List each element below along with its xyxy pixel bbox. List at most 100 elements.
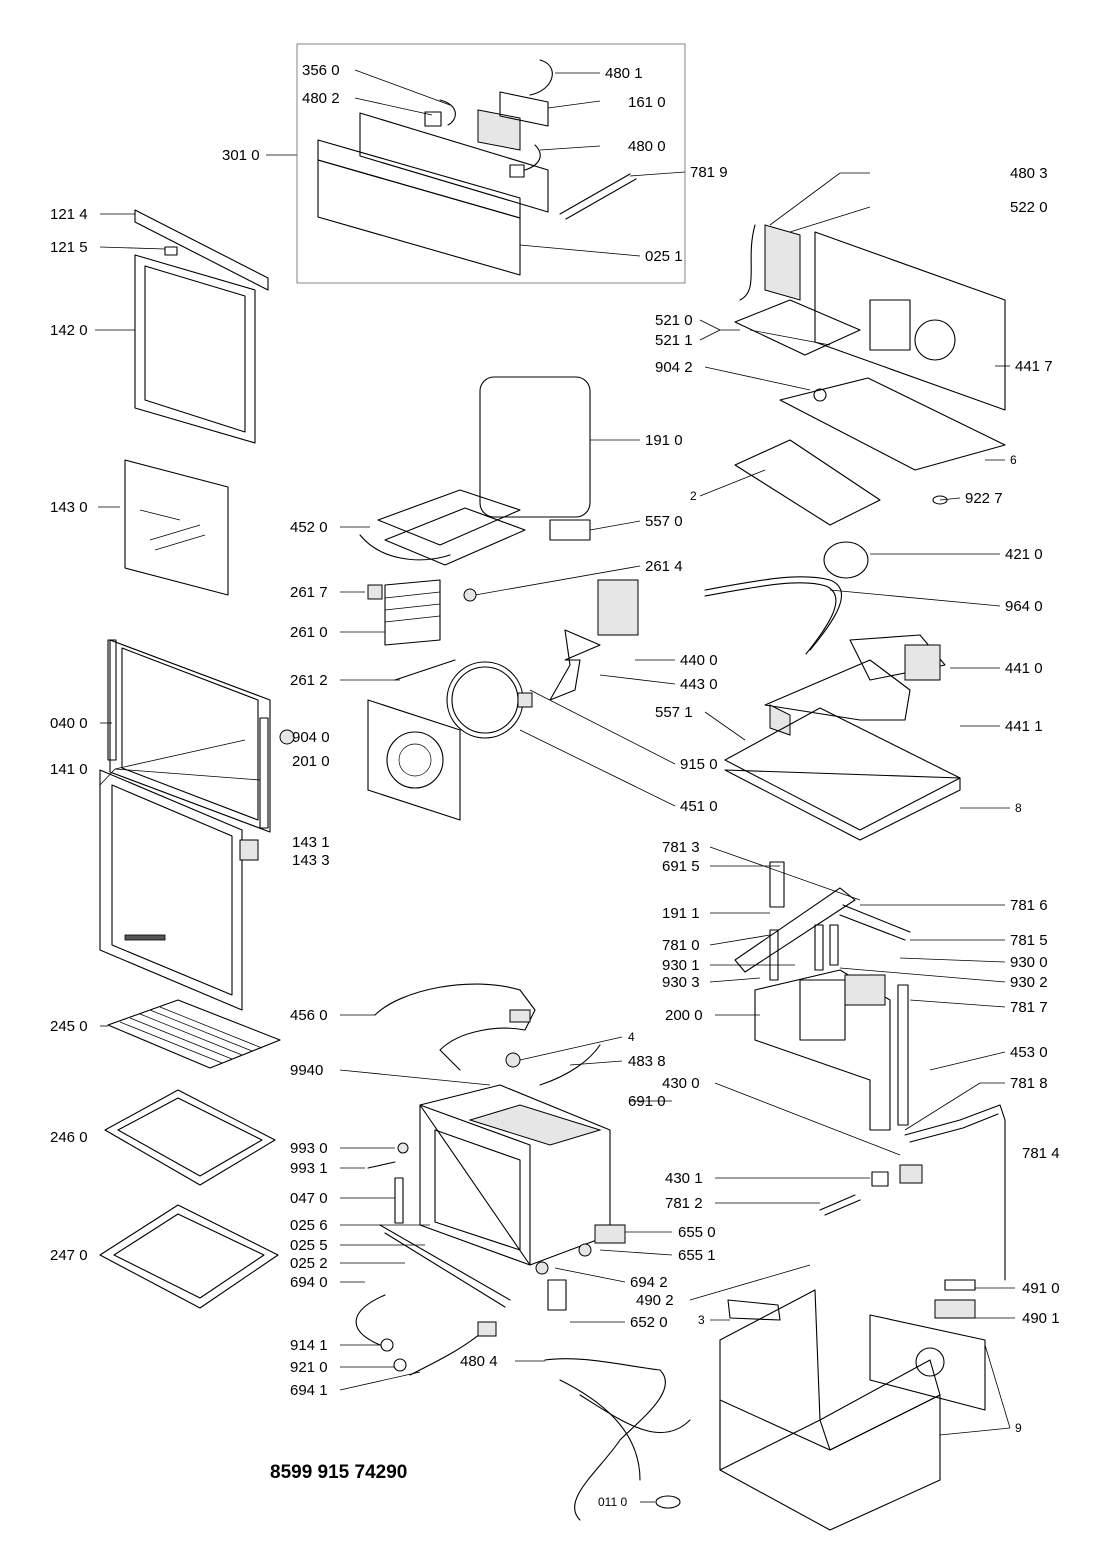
callout-label: 652 0 bbox=[630, 1314, 668, 1331]
callout-label: 781 4 bbox=[1022, 1145, 1060, 1162]
callout-label: 191 0 bbox=[645, 432, 683, 449]
callout-label: 025 2 bbox=[290, 1255, 328, 1272]
callout-label: 6 bbox=[1010, 453, 1017, 467]
callout-label: 451 0 bbox=[680, 798, 718, 815]
callout-label: 246 0 bbox=[50, 1129, 88, 1146]
callout-label: 781 9 bbox=[690, 164, 728, 181]
callout-label: 480 0 bbox=[628, 138, 666, 155]
callout-label: 011 0 bbox=[598, 1495, 627, 1509]
callout-label: 261 0 bbox=[290, 624, 328, 641]
electronics-group bbox=[734, 224, 1006, 526]
callout-label: 694 0 bbox=[290, 1274, 328, 1291]
callout-label: 480 2 bbox=[302, 90, 340, 107]
callout-label: 200 0 bbox=[665, 1007, 703, 1024]
callout-label: 8 bbox=[1015, 801, 1022, 815]
callout-label: 9 bbox=[1015, 1421, 1022, 1435]
callout-label: 247 0 bbox=[50, 1247, 88, 1264]
callout-label: 441 1 bbox=[1005, 718, 1043, 735]
callout-label: 191 1 bbox=[662, 905, 700, 922]
callout-label: 025 6 bbox=[290, 1217, 328, 1234]
callout-label: 452 0 bbox=[290, 519, 328, 536]
callout-label: 245 0 bbox=[50, 1018, 88, 1035]
callout-label: 453 0 bbox=[1010, 1044, 1048, 1061]
callout-label: 521 0 bbox=[655, 312, 693, 329]
callout-label: 930 0 bbox=[1010, 954, 1048, 971]
model-code: 8599 915 74290 bbox=[270, 1462, 407, 1483]
callout-label: 521 1 bbox=[655, 332, 693, 349]
callout-label: 915 0 bbox=[680, 756, 718, 773]
motor-cooling-group bbox=[704, 541, 961, 841]
callout-label: 691 0 bbox=[628, 1093, 666, 1110]
wiring-group bbox=[355, 1294, 691, 1521]
callout-label: 930 2 bbox=[1010, 974, 1048, 991]
callout-label: 490 1 bbox=[1022, 1310, 1060, 1327]
callout-label: 781 3 bbox=[662, 839, 700, 856]
callout-label: 040 0 bbox=[50, 715, 88, 732]
heating-fan-group bbox=[279, 376, 639, 821]
callout-label: 904 0 bbox=[292, 729, 330, 746]
callout-label: 141 0 bbox=[50, 761, 88, 778]
callout-label: 143 3 bbox=[292, 852, 330, 869]
callout-label: 441 7 bbox=[1015, 358, 1053, 375]
callout-label: 480 3 bbox=[1010, 165, 1048, 182]
callout-label: 025 5 bbox=[290, 1237, 328, 1254]
callout-label: 930 3 bbox=[662, 974, 700, 991]
callout-label: 356 0 bbox=[302, 62, 340, 79]
callout-label: 3 bbox=[698, 1313, 705, 1327]
callout-label: 557 1 bbox=[655, 704, 693, 721]
leader-lines bbox=[95, 69, 1015, 1503]
callout-label: 557 0 bbox=[645, 513, 683, 530]
callout-label: 781 2 bbox=[665, 1195, 703, 1212]
callout-label: 691 5 bbox=[662, 858, 700, 875]
outer-door-group bbox=[99, 639, 271, 1011]
callout-label: 261 7 bbox=[290, 584, 328, 601]
callout-label: 483 8 bbox=[628, 1053, 666, 1070]
callout-label: 025 1 bbox=[645, 248, 683, 265]
callout-label: 456 0 bbox=[290, 1007, 328, 1024]
steam-system-group bbox=[734, 861, 1006, 1281]
callout-label: 201 0 bbox=[292, 753, 330, 770]
callout-label: 2 bbox=[690, 489, 697, 503]
callout-label: 121 4 bbox=[50, 206, 88, 223]
callout-label: 047 0 bbox=[290, 1190, 328, 1207]
callout-label: 655 1 bbox=[678, 1247, 716, 1264]
callout-label: 440 0 bbox=[680, 652, 718, 669]
callout-label: 441 0 bbox=[1005, 660, 1043, 677]
door-glass-group bbox=[124, 209, 269, 596]
callout-label: 430 0 bbox=[662, 1075, 700, 1092]
callout-label: 261 2 bbox=[290, 672, 328, 689]
callout-label: 4 bbox=[628, 1030, 635, 1044]
callout-label: 421 0 bbox=[1005, 546, 1043, 563]
control-panel-group bbox=[296, 43, 686, 284]
callout-label: 430 1 bbox=[665, 1170, 703, 1187]
callout-label: 490 2 bbox=[636, 1292, 674, 1309]
callout-label: 143 0 bbox=[50, 499, 88, 516]
callout-label: 121 5 bbox=[50, 239, 88, 256]
callout-label: 655 0 bbox=[678, 1224, 716, 1241]
callout-label: 9940 bbox=[290, 1062, 323, 1079]
callout-label: 930 1 bbox=[662, 957, 700, 974]
callout-label: 914 1 bbox=[290, 1337, 328, 1354]
racks-trays-group bbox=[99, 999, 281, 1309]
callout-label: 261 4 bbox=[645, 558, 683, 575]
callout-label: 694 1 bbox=[290, 1382, 328, 1399]
callout-label: 143 1 bbox=[292, 834, 330, 851]
callout-label: 480 4 bbox=[460, 1353, 498, 1370]
callout-label: 781 6 bbox=[1010, 897, 1048, 914]
callout-label: 904 2 bbox=[655, 359, 693, 376]
callout-label: 161 0 bbox=[628, 94, 666, 111]
callout-label: 921 0 bbox=[290, 1359, 328, 1376]
callout-label: 142 0 bbox=[50, 322, 88, 339]
callout-label: 993 1 bbox=[290, 1160, 328, 1177]
callout-labels: 356 0 480 1 480 2 161 0 301 0 480 0 781 … bbox=[50, 62, 1060, 1509]
callout-label: 522 0 bbox=[1010, 199, 1048, 216]
cavity-group bbox=[367, 983, 626, 1311]
callout-label: 781 7 bbox=[1010, 999, 1048, 1016]
callout-label: 694 2 bbox=[630, 1274, 668, 1291]
base-frame-group bbox=[655, 1279, 986, 1531]
callout-label: 781 8 bbox=[1010, 1075, 1048, 1092]
callout-label: 443 0 bbox=[680, 676, 718, 693]
callout-label: 491 0 bbox=[1022, 1280, 1060, 1297]
callout-label: 964 0 bbox=[1005, 598, 1043, 615]
